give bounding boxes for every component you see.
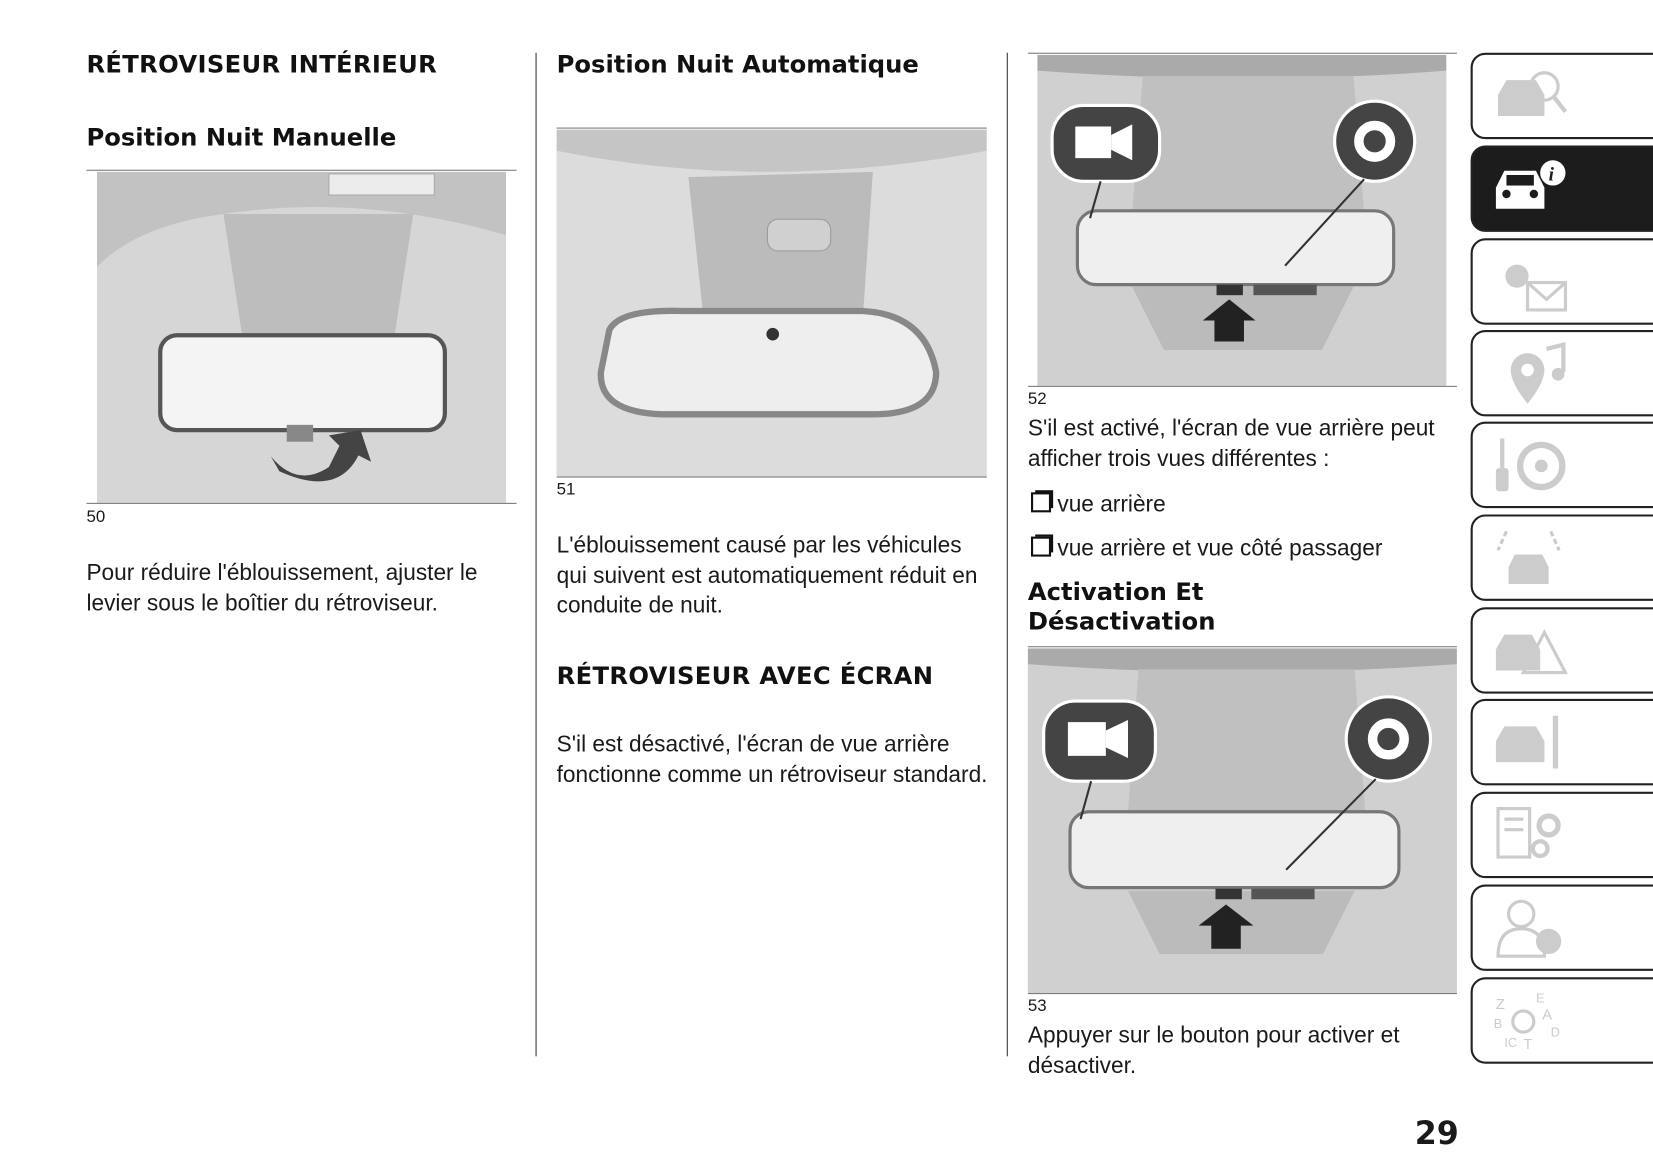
figure-caption: 53 [1027, 997, 1047, 1016]
figure-52-mirror-screen [1037, 54, 1447, 386]
figure-rule [556, 127, 987, 129]
alphabetical-index-icon: Z EA BIC T D [1494, 992, 1560, 1053]
body-paragraph: S'il est désactivé, l'écran de vue arriè… [556, 731, 988, 787]
svg-text:A: A [1542, 1007, 1552, 1023]
tab-car-info[interactable]: i [1470, 145, 1653, 232]
checkbox-bullet-icon [1031, 536, 1052, 557]
bullet-item: vue arrière et vue côté passager [1031, 533, 1382, 563]
column-divider [1006, 52, 1008, 1057]
figure-rule [1027, 385, 1457, 387]
tab-media-navigation[interactable] [1470, 329, 1653, 417]
bullet-text: vue arrière [1057, 491, 1166, 517]
person-info-icon [1496, 899, 1562, 958]
bullet-text: vue arrière et vue côté passager [1057, 535, 1383, 561]
figure-rule [556, 476, 987, 478]
body-paragraph: Appuyer sur le bouton pour activer et dé… [1027, 1022, 1400, 1078]
car-emergency-icon [1495, 629, 1568, 675]
bullet-item: vue arrière [1031, 489, 1166, 519]
tab-warning-lights-messages[interactable] [1470, 238, 1653, 325]
body-paragraph: Pour réduire l'éblouissement, ajuster le… [86, 559, 478, 616]
page-number: 29 [1414, 1115, 1459, 1153]
figure-51-mirror-automatic [556, 129, 987, 477]
section-heading: RÉTROVISEUR INTÉRIEUR [86, 51, 438, 80]
steering-wheel-icon [1495, 438, 1566, 492]
figure-50-mirror-manual [96, 171, 507, 503]
car-search-icon [1498, 71, 1568, 116]
tab-safety[interactable] [1470, 514, 1653, 601]
subheading: Position Nuit Automatique [556, 51, 919, 80]
tab-technical-data[interactable] [1470, 791, 1653, 879]
tab-multimedia-info[interactable] [1470, 884, 1653, 971]
svg-text:D: D [1551, 1025, 1560, 1039]
technical-data-icon [1496, 806, 1561, 859]
car-maintenance-icon [1495, 715, 1559, 769]
figure-caption: 50 [86, 508, 106, 527]
tab-maintenance[interactable] [1470, 698, 1653, 786]
svg-text:T: T [1523, 1037, 1532, 1053]
column-divider [535, 52, 537, 1057]
figure-rule [1027, 993, 1457, 995]
media-navigation-icon [1510, 342, 1566, 404]
figure-caption: 51 [556, 480, 576, 499]
body-paragraph: S'il est activé, l'écran de vue arrière … [1027, 415, 1435, 471]
figure-rule [86, 502, 517, 504]
svg-text:B: B [1494, 1017, 1502, 1031]
checkbox-bullet-icon [1031, 492, 1052, 513]
body-paragraph: L'éblouissement causé par les véhicules … [556, 532, 978, 618]
warning-light-message-icon [1505, 264, 1568, 312]
tab-car-search[interactable] [1470, 52, 1653, 140]
svg-text:i: i [1549, 164, 1555, 185]
figure-53-mirror-button [1027, 648, 1457, 994]
svg-text:E: E [1536, 992, 1544, 1006]
subheading: Position Nuit Manuelle [86, 124, 397, 152]
subheading: Activation Et Désactivation [1027, 578, 1216, 636]
figure-rule [86, 169, 517, 171]
figure-rule [1027, 646, 1457, 648]
car-safety-icon [1496, 530, 1561, 585]
svg-text:Z: Z [1496, 997, 1505, 1013]
section-heading: RÉTROVISEUR AVEC ÉCRAN [556, 663, 934, 691]
figure-caption: 52 [1027, 390, 1047, 408]
tab-emergency[interactable] [1470, 607, 1653, 694]
svg-text:IC: IC [1504, 1036, 1517, 1050]
car-info-icon: i [1495, 160, 1566, 209]
figure-rule [1027, 52, 1457, 54]
tab-starting-driving[interactable] [1470, 421, 1653, 509]
